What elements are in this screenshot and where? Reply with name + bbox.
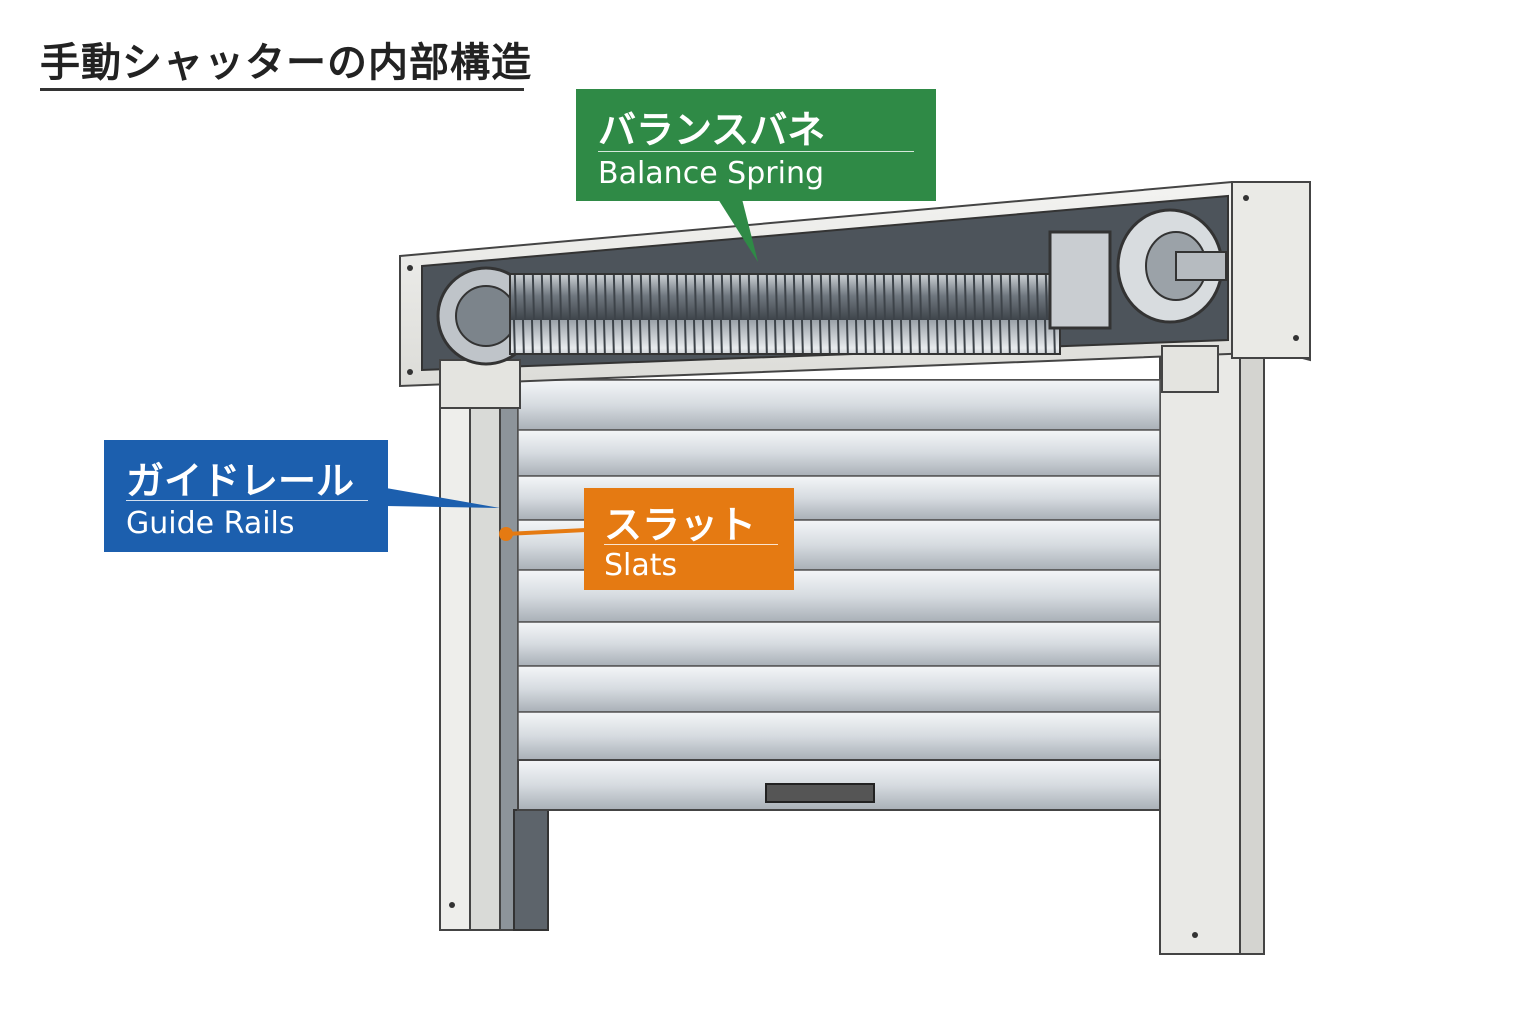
slats-label-en: Slats: [604, 548, 678, 583]
slats-leader-line: [505, 528, 587, 536]
slats-callout: スラット Slats: [584, 488, 794, 590]
callout-divider: [598, 151, 914, 152]
callout-divider: [126, 500, 368, 501]
slats-group: [517, 379, 1161, 811]
balance-spring-callout: バランスバネ Balance Spring: [576, 89, 936, 201]
guide-rails-label-jp: ガイドレール: [126, 459, 355, 503]
right-post: [1159, 351, 1265, 955]
title-underline: [40, 88, 524, 91]
spring-callout-pointer: [718, 199, 758, 262]
slats-leader-dot: [499, 527, 513, 541]
slats-label-jp: スラット: [604, 503, 757, 547]
balance-spring-assembly: [436, 208, 1227, 366]
page-title: 手動シャッターの内部構造: [40, 40, 532, 86]
guide-rails-callout: ガイドレール Guide Rails: [104, 440, 388, 552]
rails-callout-pointer: [386, 488, 500, 508]
balance-spring-label-jp: バランスバネ: [598, 108, 826, 152]
guide-rails-label-en: Guide Rails: [126, 506, 295, 541]
callout-divider: [604, 544, 778, 545]
balance-spring-label-en: Balance Spring: [598, 156, 824, 191]
